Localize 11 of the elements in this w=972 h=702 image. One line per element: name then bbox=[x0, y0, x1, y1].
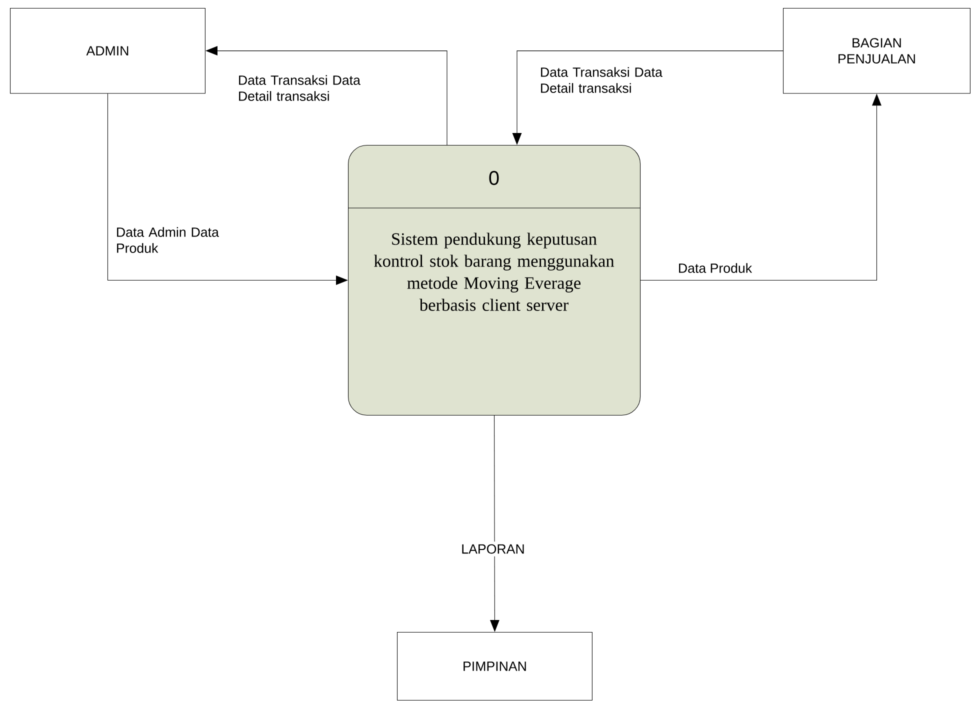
edge-label: LAPORAN bbox=[458, 542, 528, 556]
entity-box: PIMPINAN bbox=[397, 632, 592, 701]
arrow bbox=[107, 93, 348, 285]
edge-label: Data Produk bbox=[679, 263, 752, 273]
process-box: 0 Sistem pendukung keputusan kontrol stok barang menggunakan metode Moving Everage berbasis client server bbox=[348, 145, 641, 416]
entity-box: ADMIN bbox=[10, 8, 206, 94]
edge-label: Data Admin Data Produk bbox=[117, 227, 219, 253]
edge-label: Data Transaksi Data Detail transaksi bbox=[239, 75, 360, 101]
edge-label: Data Transaksi Data Detail transaksi bbox=[541, 67, 662, 93]
entity-box: BAGIAN PENJUALAN bbox=[783, 8, 970, 94]
arrow bbox=[512, 50, 784, 145]
